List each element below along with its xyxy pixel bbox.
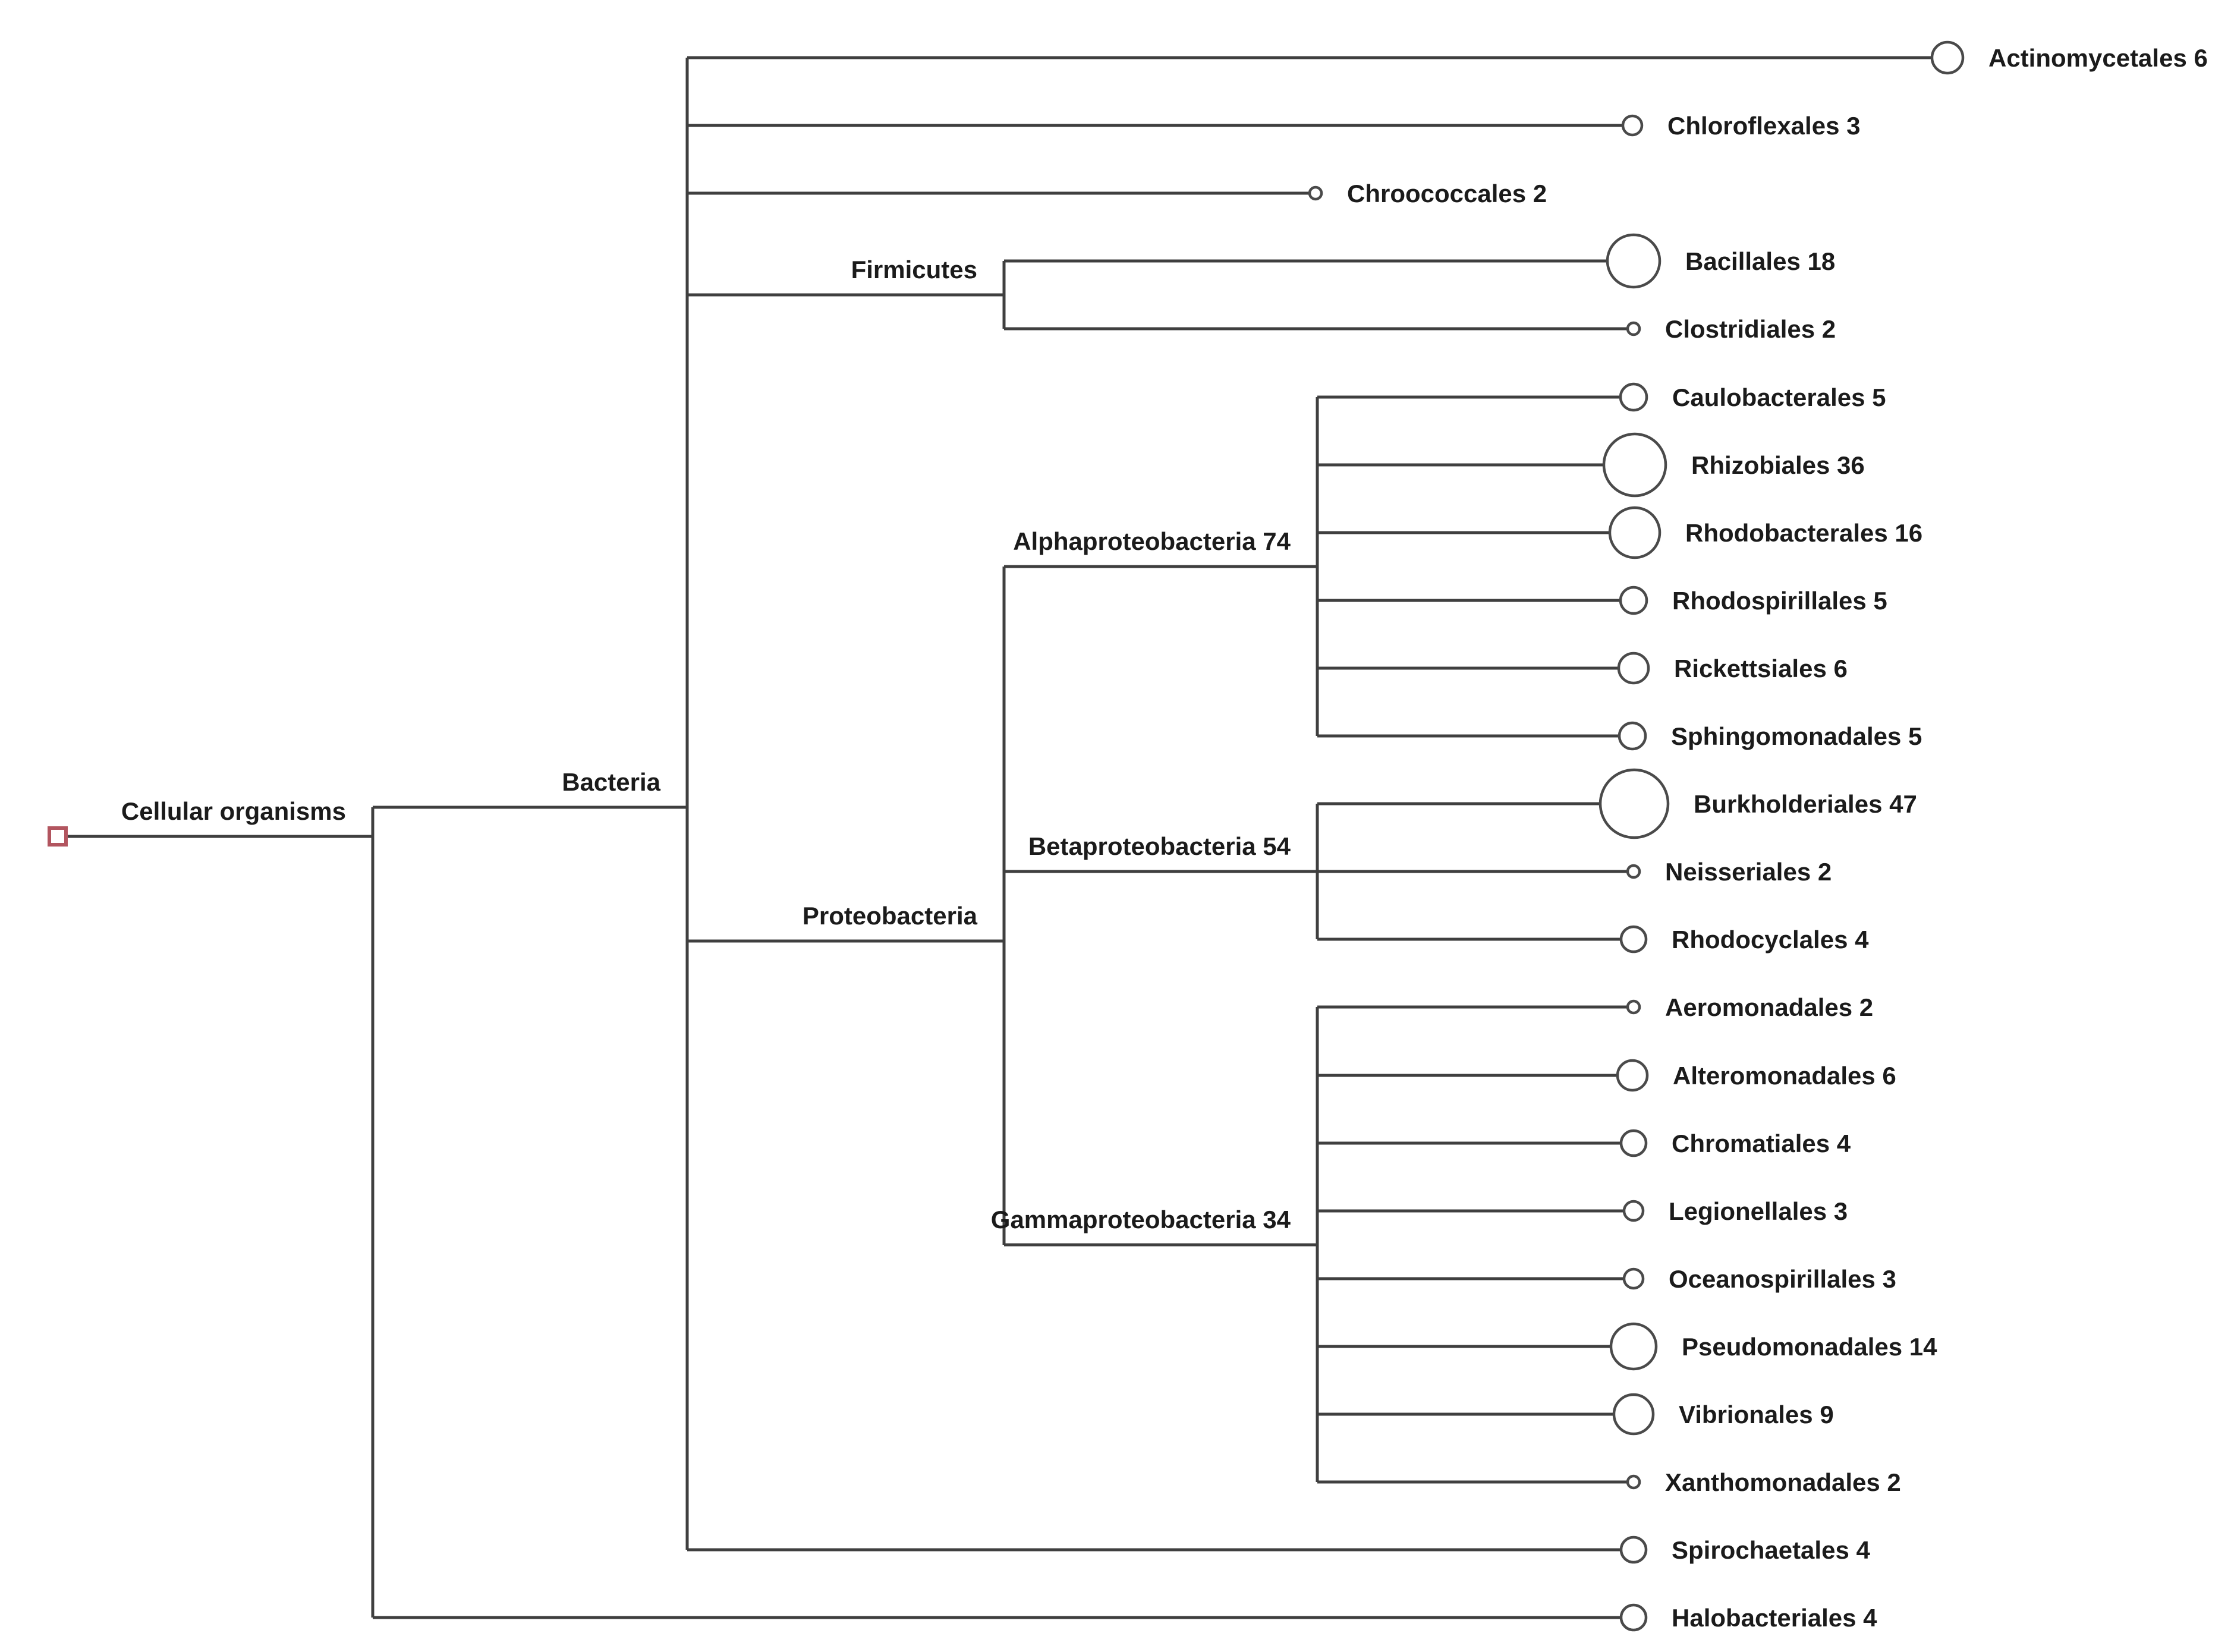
clade-label[interactable]: Firmicutes: [851, 256, 977, 284]
taxon-label[interactable]: Rhodocyclales 4: [1672, 926, 1869, 954]
taxon-label[interactable]: Xanthomonadales 2: [1665, 1468, 1901, 1496]
taxon-label[interactable]: Rhodobacterales 16: [1685, 519, 1922, 547]
taxon-label[interactable]: Chroococcales 2: [1347, 180, 1547, 207]
taxon-label[interactable]: Vibrionales 9: [1679, 1401, 1834, 1428]
taxon-node-circle[interactable]: [1619, 1535, 1648, 1564]
taxon-label[interactable]: Pseudomonadales 14: [1682, 1333, 1937, 1361]
clade-label[interactable]: Proteobacteria: [803, 902, 978, 930]
taxon-label[interactable]: Neisseriales 2: [1665, 858, 1832, 886]
taxon-node-circle[interactable]: [1606, 233, 1662, 289]
taxon-label[interactable]: Aeromonadales 2: [1665, 993, 1873, 1021]
taxon-label[interactable]: Rhodospirillales 5: [1672, 587, 1887, 615]
taxon-node-circle[interactable]: [1619, 925, 1648, 954]
taxon-node-circle[interactable]: [1618, 721, 1647, 751]
taxon-node-circle[interactable]: [1626, 1474, 1641, 1490]
taxon-label[interactable]: Rhizobiales 36: [1691, 451, 1865, 479]
taxon-node-circle[interactable]: [1619, 1603, 1648, 1632]
taxon-label[interactable]: Actinomycetales 6: [1988, 44, 2208, 72]
taxon-label[interactable]: Oceanospirillales 3: [1669, 1265, 1896, 1293]
taxon-label[interactable]: Clostridiales 2: [1665, 315, 1836, 343]
root-marker[interactable]: [48, 826, 68, 847]
taxon-node-circle[interactable]: [1612, 1393, 1655, 1436]
clade-label[interactable]: Alphaproteobacteria 74: [1013, 527, 1291, 555]
taxon-label[interactable]: Alteromonadales 6: [1673, 1062, 1896, 1090]
taxon-node-circle[interactable]: [1622, 1200, 1645, 1222]
taxon-label[interactable]: Caulobacterales 5: [1672, 383, 1886, 411]
taxon-label[interactable]: Sphingomonadales 5: [1671, 722, 1922, 750]
taxon-node-circle[interactable]: [1598, 768, 1670, 839]
taxon-node-circle[interactable]: [1619, 382, 1648, 412]
clade-label[interactable]: Betaproteobacteria 54: [1028, 832, 1291, 860]
taxon-label[interactable]: Chloroflexales 3: [1667, 112, 1860, 140]
taxon-node-circle[interactable]: [1308, 185, 1323, 201]
taxon-label[interactable]: Halobacteriales 4: [1672, 1604, 1877, 1632]
taxon-node-circle[interactable]: [1930, 40, 1965, 75]
taxon-node-circle[interactable]: [1609, 1322, 1658, 1371]
taxon-label[interactable]: Chromatiales 4: [1672, 1129, 1851, 1157]
clade-label[interactable]: Gammaproteobacteria 34: [991, 1206, 1291, 1234]
taxon-node-circle[interactable]: [1617, 652, 1650, 685]
taxon-node-circle[interactable]: [1626, 321, 1641, 336]
taxon-node-circle[interactable]: [1602, 432, 1667, 498]
taxon-node-circle[interactable]: [1622, 1267, 1645, 1290]
taxon-label[interactable]: Rickettsiales 6: [1674, 654, 1848, 682]
taxon-node-circle[interactable]: [1619, 586, 1648, 615]
taxon-label[interactable]: Spirochaetales 4: [1672, 1536, 1870, 1564]
taxon-node-circle[interactable]: [1626, 864, 1641, 879]
taxon-label[interactable]: Burkholderiales 47: [1694, 790, 1917, 818]
taxon-node-circle[interactable]: [1626, 999, 1641, 1015]
taxon-node-circle[interactable]: [1616, 1059, 1649, 1092]
taxon-node-circle[interactable]: [1608, 506, 1662, 559]
taxon-node-circle[interactable]: [1619, 1129, 1648, 1157]
taxon-label[interactable]: Bacillales 18: [1685, 247, 1835, 275]
clade-label[interactable]: Cellular organisms: [121, 797, 346, 825]
taxon-node-circle[interactable]: [1621, 114, 1644, 137]
clade-label[interactable]: Bacteria: [562, 768, 660, 796]
taxon-label[interactable]: Legionellales 3: [1669, 1197, 1848, 1225]
